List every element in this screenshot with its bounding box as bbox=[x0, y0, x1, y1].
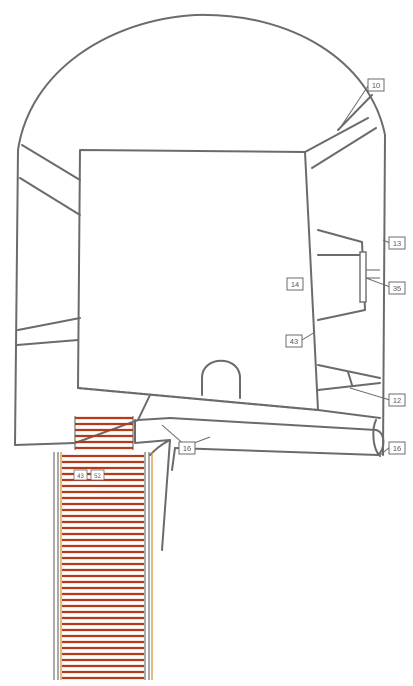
leader-43 bbox=[301, 331, 316, 341]
arch-opening bbox=[201, 359, 241, 399]
callout-16-right: 16 bbox=[388, 441, 406, 455]
callout-16-right-text: 16 bbox=[393, 444, 401, 453]
callout-12: 12 bbox=[388, 393, 406, 407]
callout-43-text: 43 bbox=[290, 337, 298, 346]
callout-14: 14 bbox=[286, 277, 304, 291]
leader-12 bbox=[349, 387, 391, 401]
ladder-tag-2: 52 bbox=[90, 469, 105, 481]
brace-right-low2 bbox=[317, 382, 381, 391]
brace-left-mid bbox=[19, 177, 81, 216]
hood-left-lower bbox=[14, 442, 76, 446]
brace-left-low2 bbox=[16, 339, 79, 346]
ladder-upper-rungs bbox=[75, 416, 133, 450]
callout-13-text: 13 bbox=[393, 239, 401, 248]
platform-top bbox=[77, 387, 381, 419]
inner-box bbox=[77, 149, 319, 411]
boom-end-cap bbox=[372, 419, 381, 457]
callout-43: 43 bbox=[285, 334, 303, 348]
brace-right-top3 bbox=[337, 94, 373, 131]
boom-vertical bbox=[161, 439, 171, 551]
brace-left-low1 bbox=[17, 317, 81, 331]
brace-left-top bbox=[21, 144, 81, 181]
leader-16b bbox=[379, 446, 391, 456]
leader-35 bbox=[365, 277, 391, 288]
ladder-main-rungs bbox=[62, 454, 144, 680]
callout-35-text: 35 bbox=[393, 284, 401, 293]
ladder-tag-2-text: 52 bbox=[94, 474, 101, 480]
callout-10-text: 10 bbox=[372, 81, 380, 90]
brace-right-top1 bbox=[304, 117, 369, 153]
ladder-tag-1-text: 43 bbox=[77, 474, 84, 480]
brace-right-low3 bbox=[347, 371, 353, 386]
callout-10: 10 bbox=[367, 78, 385, 92]
brace-right-low1 bbox=[317, 364, 381, 379]
brace-right-top2 bbox=[311, 127, 377, 169]
callout-35: 35 bbox=[388, 281, 406, 295]
callout-14-text: 14 bbox=[291, 280, 299, 289]
ladder-upper bbox=[74, 416, 134, 450]
hood-outline bbox=[14, 13, 386, 456]
callout-16-left: 16 bbox=[178, 441, 196, 455]
leader-10 bbox=[339, 85, 369, 129]
right-bracket bbox=[317, 229, 366, 321]
callout-12-text: 12 bbox=[393, 396, 401, 405]
boom-vertical2 bbox=[171, 447, 176, 471]
callout-16-left-text: 16 bbox=[183, 444, 191, 453]
ladder-tag-1: 43 bbox=[73, 469, 88, 481]
platform-front bbox=[134, 419, 171, 456]
right-plate bbox=[359, 251, 367, 303]
ladder-main bbox=[53, 452, 153, 680]
callout-13: 13 bbox=[388, 236, 406, 250]
